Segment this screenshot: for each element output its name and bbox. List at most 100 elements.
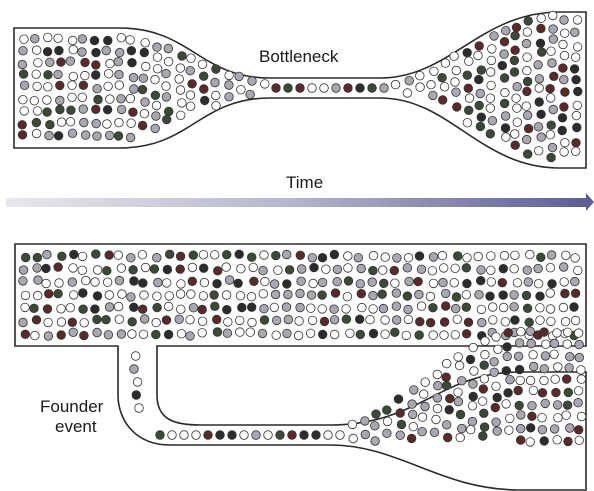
allele-dot	[476, 122, 485, 131]
allele-dot	[510, 303, 519, 312]
allele-dot	[514, 386, 523, 395]
allele-dot	[505, 426, 514, 435]
allele-dot	[127, 119, 136, 128]
allele-dot	[414, 277, 423, 286]
allele-dot	[176, 265, 185, 274]
allele-dot	[330, 316, 339, 325]
allele-dot	[300, 431, 309, 440]
allele-dot	[259, 266, 268, 275]
allele-dot	[523, 87, 532, 96]
allele-dot	[462, 291, 471, 300]
allele-dot	[128, 330, 137, 339]
allele-dot	[516, 376, 525, 385]
allele-dot	[32, 118, 41, 127]
allele-dot	[94, 95, 103, 104]
allele-dot	[517, 327, 526, 336]
allele-dot	[153, 53, 162, 62]
allele-dot	[526, 327, 535, 336]
allele-dot	[523, 66, 532, 75]
allele-dot	[115, 118, 124, 127]
allele-dot	[572, 75, 581, 84]
allele-dot	[163, 265, 172, 274]
allele-dot	[390, 266, 399, 275]
allele-dot	[381, 316, 390, 325]
allele-dot	[186, 102, 195, 111]
allele-dot	[248, 77, 257, 86]
allele-dot	[187, 54, 196, 63]
allele-dot	[186, 316, 195, 325]
allele-dot	[212, 315, 221, 324]
allele-dot	[536, 304, 545, 313]
allele-dot	[117, 264, 126, 273]
allele-dot	[272, 331, 281, 340]
allele-dot	[442, 359, 451, 368]
allele-dot	[236, 328, 245, 337]
allele-dot	[127, 253, 136, 262]
allele-dot	[20, 81, 29, 90]
allele-dot	[69, 264, 78, 273]
allele-dot	[330, 305, 339, 314]
allele-dot	[560, 278, 569, 287]
allele-dot	[162, 279, 171, 288]
allele-dot	[383, 406, 392, 415]
allele-dot	[44, 33, 53, 42]
allele-dot	[524, 17, 533, 26]
allele-dot	[481, 337, 490, 346]
allele-dot	[476, 276, 485, 285]
allele-dot	[440, 83, 449, 92]
allele-dot	[540, 328, 549, 337]
allele-dot	[154, 278, 163, 287]
allele-dot	[514, 352, 523, 361]
allele-dot	[575, 340, 584, 349]
allele-dot	[69, 328, 78, 337]
allele-dot	[21, 253, 30, 262]
allele-dot	[404, 305, 413, 314]
allele-dot	[296, 289, 305, 298]
allele-dot	[33, 107, 42, 116]
allele-dot	[307, 291, 316, 300]
allele-dot	[500, 50, 509, 59]
allele-dot	[515, 401, 524, 410]
allele-dot	[43, 250, 52, 259]
allele-dot	[571, 277, 580, 286]
allele-dot	[105, 291, 114, 300]
allele-dot	[558, 126, 567, 135]
allele-dot	[442, 373, 451, 382]
allele-dot	[469, 343, 478, 352]
allele-dot	[19, 318, 28, 327]
allele-dot	[272, 84, 281, 93]
allele-dot	[475, 42, 484, 51]
allele-dot	[130, 277, 139, 286]
allele-dot	[402, 331, 411, 340]
allele-dot	[92, 250, 101, 259]
allele-dot	[453, 103, 462, 112]
allele-dot	[493, 393, 502, 402]
allele-dot	[238, 303, 247, 312]
allele-dot	[381, 253, 390, 262]
allele-dot	[391, 279, 400, 288]
allele-dot	[415, 252, 424, 261]
allele-dot	[68, 129, 77, 138]
allele-dot	[138, 250, 147, 259]
allele-dot	[416, 83, 425, 92]
allele-dot	[198, 317, 207, 326]
allele-dot	[486, 94, 495, 103]
allele-dot	[475, 75, 484, 84]
allele-dot	[560, 51, 569, 60]
allele-dot	[105, 131, 114, 140]
allele-dot	[118, 290, 127, 299]
allele-dot	[34, 59, 43, 68]
allele-dot	[44, 290, 53, 299]
allele-dot	[162, 93, 171, 102]
allele-dot	[501, 124, 510, 133]
allele-dot	[212, 65, 221, 74]
allele-dot	[468, 417, 477, 426]
allele-dot	[501, 318, 510, 327]
allele-dot	[54, 34, 63, 43]
allele-dot	[91, 305, 100, 314]
allele-dot	[199, 292, 208, 301]
allele-dot	[106, 59, 115, 68]
allele-dot	[499, 303, 508, 312]
allele-dot	[500, 251, 509, 260]
allele-dot	[162, 82, 171, 91]
